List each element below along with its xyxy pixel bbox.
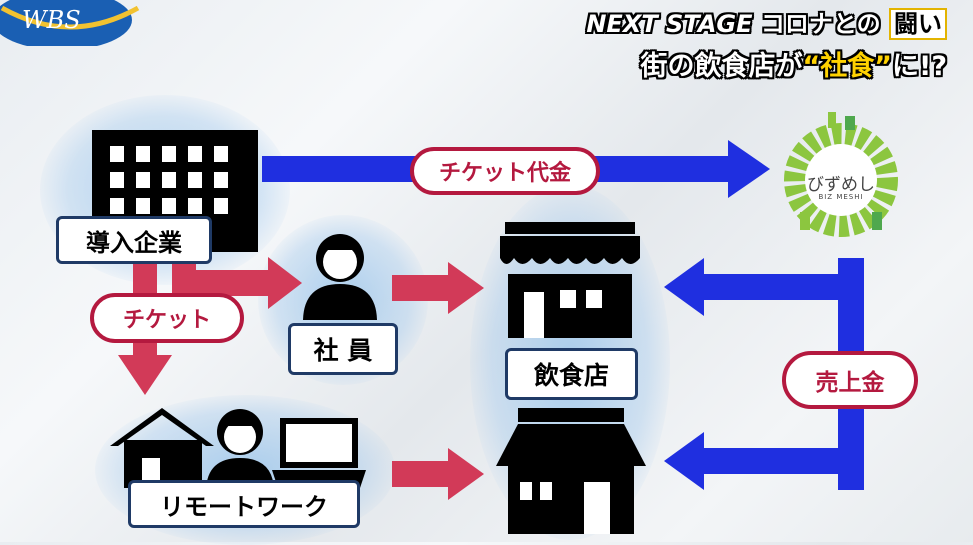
ticket-payment-pill: チケット代金 xyxy=(410,147,600,195)
remote-work-label: リモートワーク xyxy=(128,480,360,528)
series-jp: コロナとの xyxy=(760,10,881,38)
headline-quote: “社食” xyxy=(802,51,893,82)
employee-person-icon xyxy=(303,234,377,320)
headline-suffix: に!? xyxy=(892,51,947,82)
laptop-icon xyxy=(272,418,366,488)
restaurant-store-icon xyxy=(500,222,640,338)
bizmeshi-sub: BIZ MESHI xyxy=(818,193,864,201)
headline-prefix: 街の飲食店が xyxy=(640,51,803,82)
restaurant-label: 飲食店 xyxy=(505,348,638,400)
wbs-logo: WBS xyxy=(0,0,140,50)
bizmeshi-name: びずめし xyxy=(807,175,875,195)
bizmeshi-logo-icon xyxy=(784,112,898,237)
remote-worker-icon xyxy=(206,409,274,490)
ticket-pill: チケット xyxy=(90,293,244,343)
wbs-logo-mark xyxy=(0,0,140,50)
wbs-logo-text: WBS xyxy=(22,6,81,34)
home-icon xyxy=(110,408,214,488)
restaurant-house-icon xyxy=(496,408,646,534)
headline: 街の飲食店が“社食”に!? xyxy=(641,44,947,83)
sales-pill: 売上金 xyxy=(782,351,918,409)
employee-label: 社 員 xyxy=(288,323,398,375)
program-title: NEXT STAGE コロナとの 闘い xyxy=(586,4,947,40)
company-label: 導入企業 xyxy=(56,216,212,264)
series-en: NEXT STAGE xyxy=(586,10,753,38)
series-highlight: 闘い xyxy=(889,8,947,40)
